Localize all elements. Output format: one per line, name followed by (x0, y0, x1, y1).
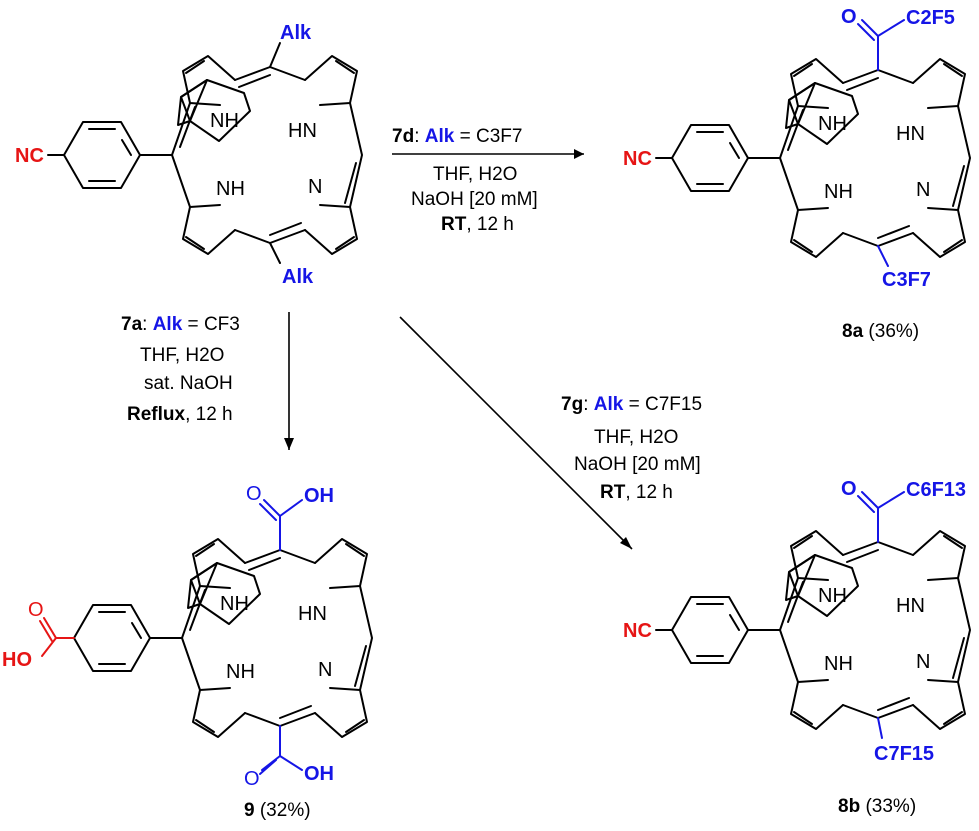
product-9: NH HN NH N O OH O OH O HO (2, 483, 373, 790)
conditions-line1: 7g: Alk = C7F15 (561, 394, 702, 415)
conditions-line3: NaOH [20 mM] (574, 454, 701, 475)
aryl-carboxyl-oxygen-label: O (28, 599, 44, 621)
bottom-group-label: C7F15 (874, 743, 934, 765)
nh-label: NH (824, 653, 853, 675)
starting-porphyrin: NH HN NH N Alk Alk NC (15, 22, 363, 288)
bottom-group-label: C3F7 (882, 269, 931, 291)
carboxyl-hydroxyl-label: OH (304, 763, 334, 785)
n-label: N (318, 659, 332, 681)
conditions-line4: Reflux, 12 h (127, 404, 233, 425)
hn-label: HN (298, 603, 327, 625)
nitrile-label: NC (623, 620, 652, 642)
nh-label: NH (818, 585, 847, 607)
compound-label-9: 9 (32%) (244, 800, 311, 821)
nh-label: NH (210, 110, 239, 132)
n-label: N (916, 651, 930, 673)
conditions-7g: 7g: Alk = C7F15 THF, H2O NaOH [20 mM] RT… (561, 394, 702, 503)
conditions-line1: 7a: Alk = CF3 (121, 314, 240, 335)
product-8b: NH HN NH N O C6F13 C7F15 NC (623, 478, 971, 765)
carboxyl-hydroxyl-label: OH (304, 485, 334, 507)
carbonyl-oxygen-label: O (841, 478, 857, 500)
alk-top-label: Alk (280, 22, 312, 44)
acyl-group-label: C6F13 (906, 479, 966, 501)
conditions-7d: 7d: Alk = C3F7 THF, H2O NaOH [20 mM] RT,… (392, 126, 538, 235)
nh-label: NH (818, 113, 847, 135)
carbonyl-oxygen-label: O (841, 6, 857, 28)
compound-label-8b: 8b (33%) (838, 796, 916, 817)
nitrile-label: NC (623, 148, 652, 170)
arrow-diagonal (399, 316, 633, 550)
conditions-line4: RT, 12 h (441, 214, 514, 235)
arrow-down (284, 312, 294, 450)
nh-label: NH (216, 178, 245, 200)
arrow-right (392, 149, 584, 159)
carboxyl-oxygen-label: O (246, 483, 262, 505)
carboxyl-oxygen-label: O (244, 768, 260, 790)
hn-label: HN (896, 123, 925, 145)
hn-label: HN (288, 120, 317, 142)
nh-label: NH (226, 661, 255, 683)
alk-bottom-label: Alk (282, 266, 314, 288)
conditions-line4: RT, 12 h (600, 482, 673, 503)
hn-label: HN (896, 595, 925, 617)
conditions-line2: THF, H2O (140, 345, 224, 366)
nh-label: NH (220, 593, 249, 615)
conditions-7a: 7a: Alk = CF3 THF, H2O sat. NaOH Reflux,… (121, 314, 240, 425)
acyl-group-label: C2F5 (906, 7, 955, 29)
conditions-line2: THF, H2O (433, 164, 517, 185)
nitrile-label: NC (15, 145, 44, 167)
n-label: N (916, 179, 930, 201)
conditions-line2: THF, H2O (594, 427, 678, 448)
conditions-line3: sat. NaOH (144, 373, 233, 394)
aryl-carboxyl-hydroxyl-label: HO (2, 649, 32, 671)
nh-label: NH (824, 181, 853, 203)
product-8a: NH HN NH N O C2F5 C3F7 NC (623, 6, 971, 291)
n-label: N (308, 176, 322, 198)
compound-label-8a: 8a (36%) (842, 321, 919, 342)
conditions-line3: NaOH [20 mM] (411, 189, 538, 210)
conditions-line1: 7d: Alk = C3F7 (392, 126, 522, 147)
